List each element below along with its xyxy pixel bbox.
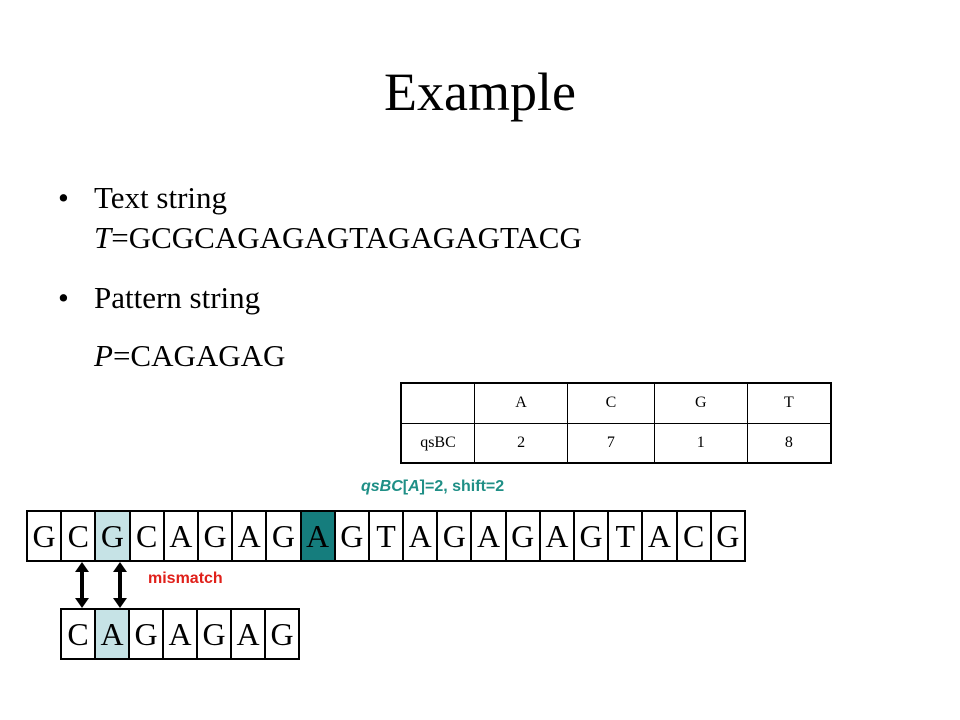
annot-bracket: [ [402,478,409,495]
pattern-char-cell: G [264,610,298,658]
double-arrow-icon [113,562,127,608]
header-t: T [746,382,832,424]
pattern-char-cell: G [196,610,230,658]
qsbc-value-row: qsBC 2 7 1 8 [400,422,832,464]
row-label: qsBC [400,422,475,464]
text-char-cell: C [128,512,163,560]
pattern-char-cell: A [230,610,264,658]
value-a: 2 [473,422,569,464]
slide-title: Example [384,62,576,122]
text-char-cell: G [436,512,471,560]
text-char-cell: C [60,512,95,560]
header-g: G [653,382,748,424]
text-char-cell: T [607,512,642,560]
bullet-pattern-string: • Pattern string [58,278,582,318]
var-t: T [94,220,112,255]
bullet-text-string: • Text string T=GCGCAGAGAGTAGAGAGTACG [58,178,582,258]
pattern-string-value: P=CAGAGAG [58,336,582,376]
text-string-content: =GCGCAGAGAGTAGAGAGTACG [111,220,582,255]
text-char-cell: C [675,512,710,560]
pattern-char-cell: C [60,610,94,658]
qsbc-header-row: A C G T [400,382,832,424]
double-arrow-icon [75,562,89,608]
bullet-dot: • [58,280,69,315]
text-char-cell: A [162,512,197,560]
text-char-cell: G [265,512,300,560]
text-char-cell: A [470,512,505,560]
text-char-cell: G [26,512,61,560]
header-a: A [473,382,569,424]
text-char-cell: A [402,512,437,560]
bullet-list: • Text string T=GCGCAGAGAGTAGAGAGTACG • … [58,178,582,376]
alignment-arrows [75,562,127,608]
header-c: C [567,382,655,424]
text-char-cell: G [573,512,608,560]
bullet-label: Pattern string [94,280,261,315]
text-string-value: T=GCGCAGAGAGTAGAGAGTACG [94,218,582,258]
value-c: 7 [567,422,655,464]
annot-suffix: ]=2, shift=2 [419,478,505,495]
text-char-cell: G [504,512,539,560]
qsbc-table: A C G T qsBC 2 7 1 8 [400,382,832,464]
var-p: P [94,338,113,373]
annot-prefix: qsBC [361,478,403,495]
pattern-char-cell: A [162,610,196,658]
table-corner [400,382,475,424]
text-char-cell: G [196,512,232,560]
pattern-char-cell: A [94,610,128,658]
value-g: 1 [653,422,748,464]
annot-char: A [408,478,420,495]
text-char-cell: A [299,512,334,560]
text-char-cell: G [709,512,744,560]
text-char-cell: T [367,512,403,560]
pattern-string-content: =CAGAGAG [112,338,286,373]
text-char-cell: A [231,512,266,560]
value-t: 8 [746,422,832,464]
pattern-char-cell: G [128,610,162,658]
shift-annotation: qsBC[A]=2, shift=2 [361,478,504,496]
text-char-cell: G [333,512,368,560]
bullet-label: Text string [94,180,228,215]
text-char-cell: A [538,512,573,560]
bullet-dot: • [58,180,69,215]
text-char-cell: G [94,512,129,560]
text-char-cell: A [641,512,676,560]
mismatch-label: mismatch [148,570,223,587]
